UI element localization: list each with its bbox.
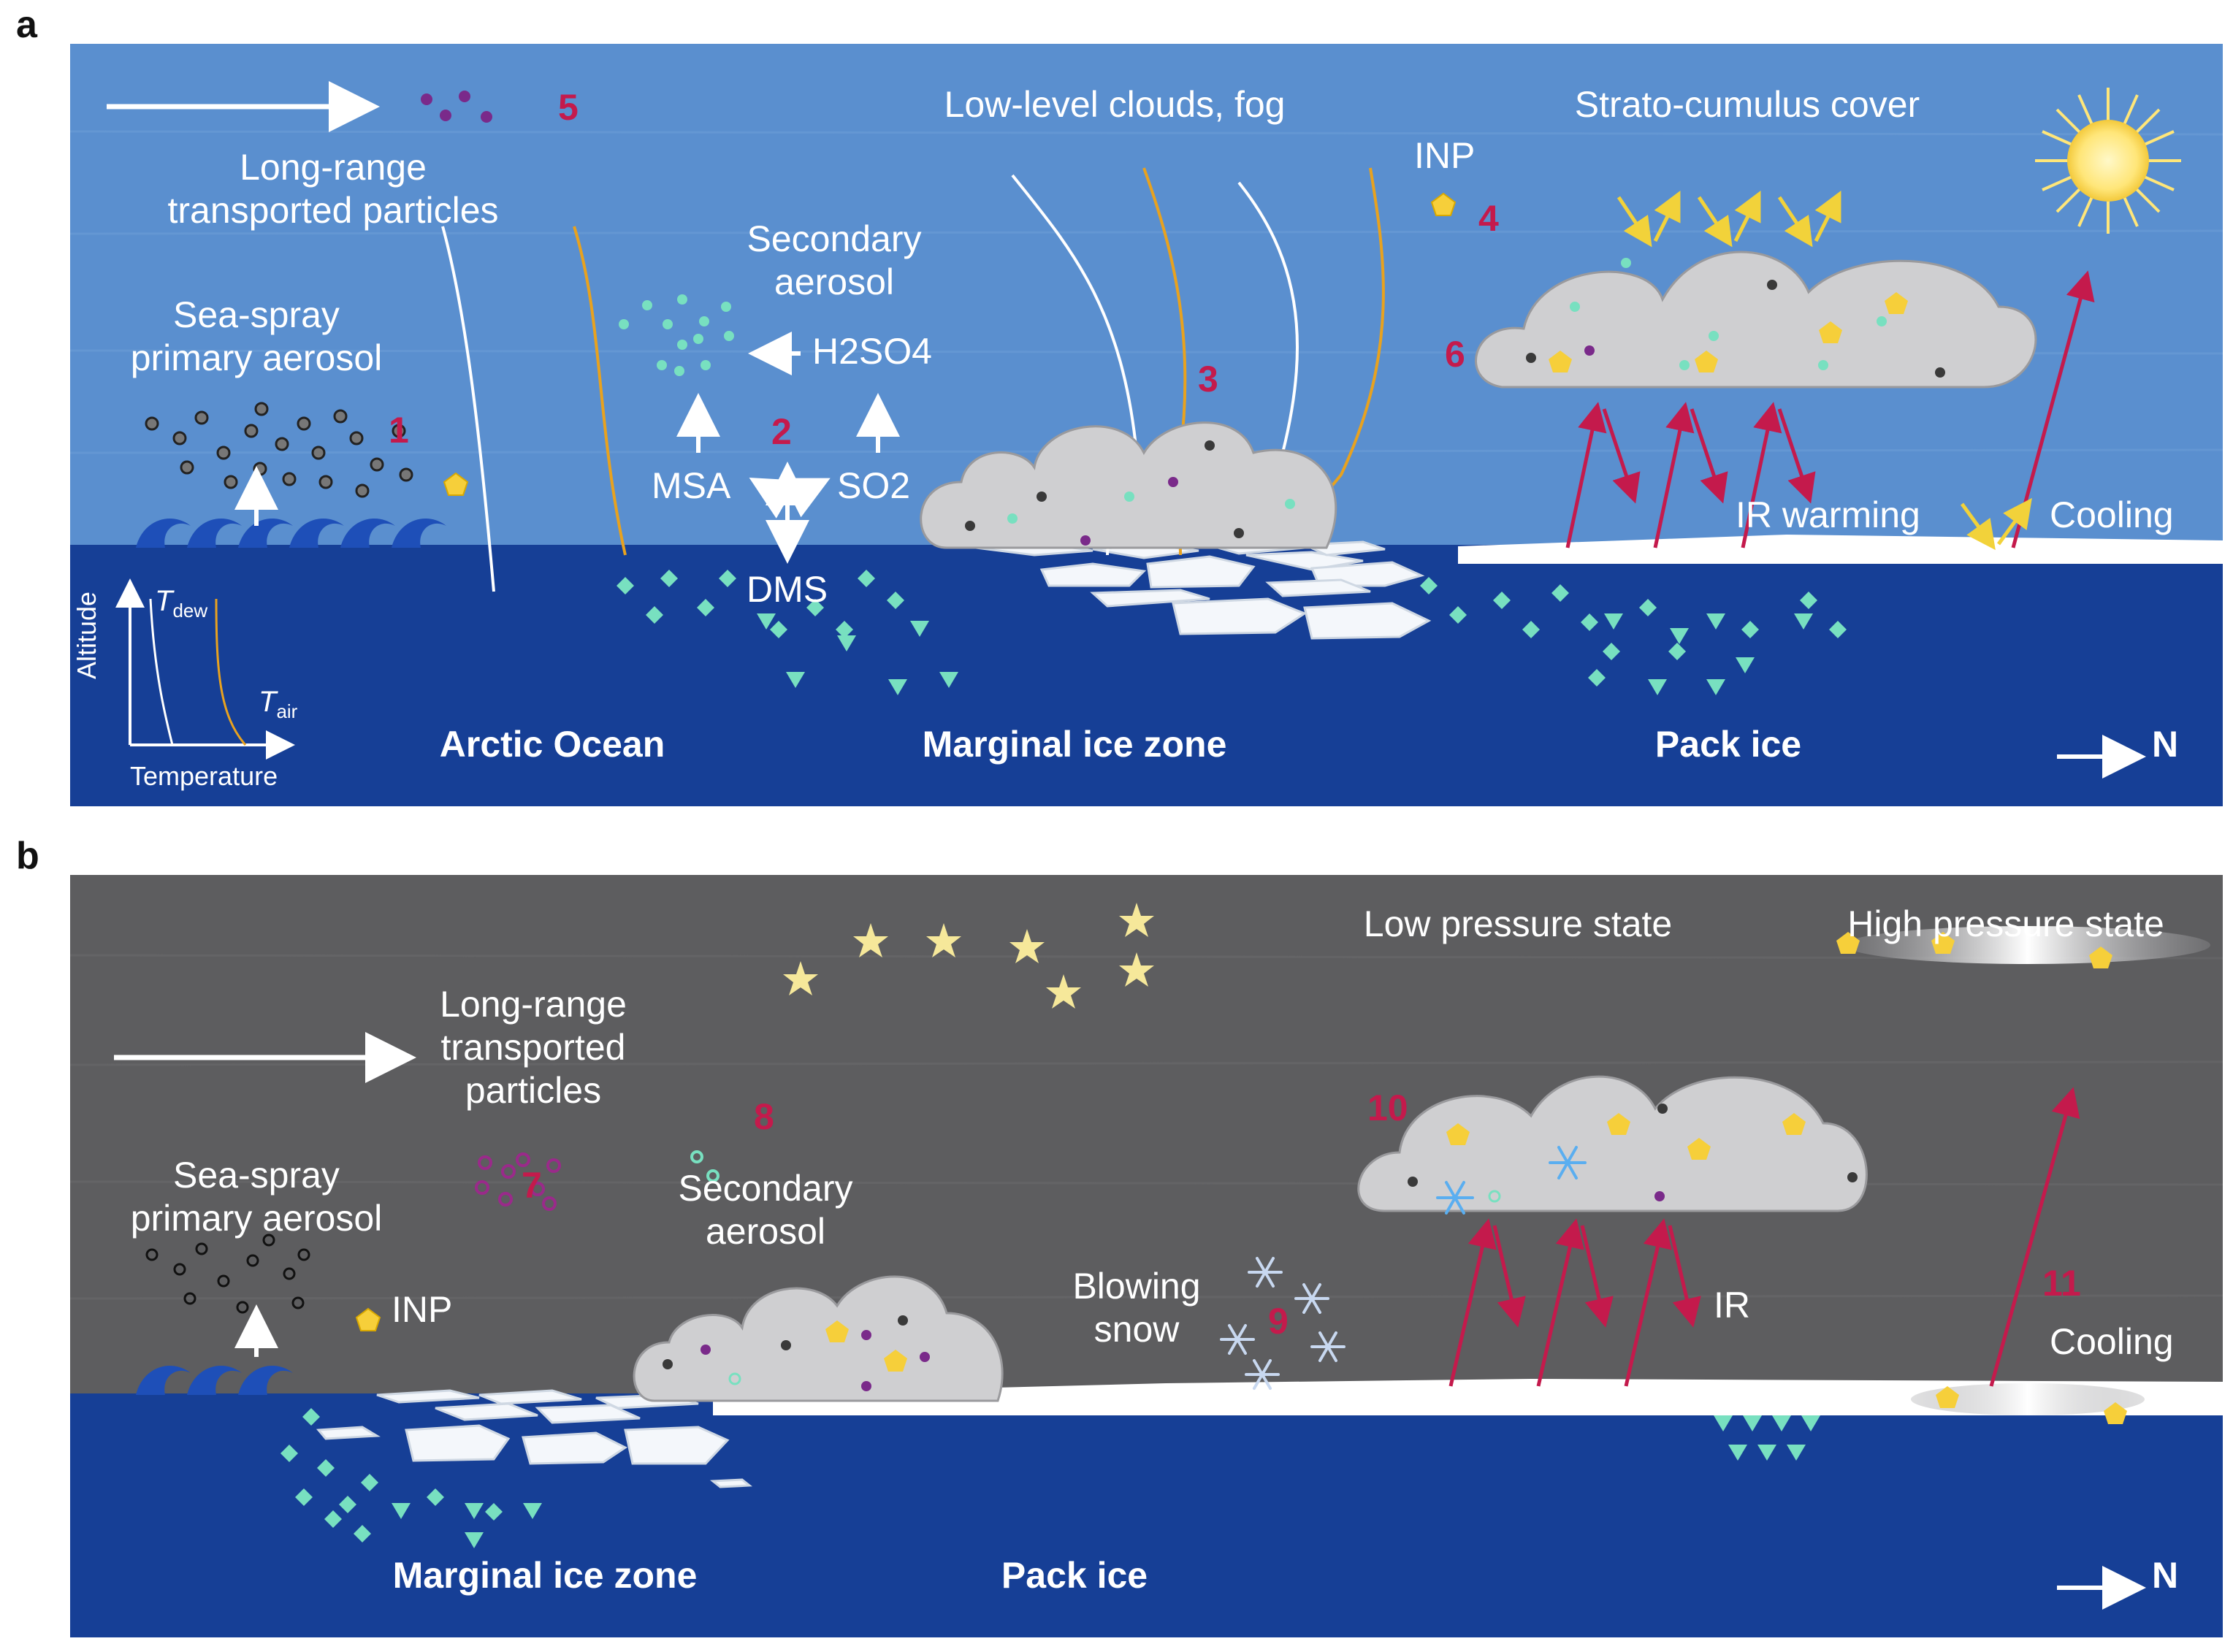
winter-ocean-water [70,1393,2223,1637]
chemistry-arrows [676,332,900,564]
label-low-level-clouds: Low-level clouds, fog [944,84,1286,125]
snowflake-icons [1220,1146,1587,1390]
number-5: 5 [558,87,579,128]
label-winter-marginal: Marginal ice zone [392,1555,698,1596]
winter-ocean-particles [280,1408,1820,1548]
sun-icon [2035,88,2181,234]
number-4: 4 [1478,198,1499,239]
high-pressure-thin-cloud [1845,926,2210,964]
winter-ir-arrows [1448,1087,2080,1387]
label-winter-cooling: Cooling [2050,1321,2174,1362]
panel-b-illustration [70,875,2223,1637]
number-7: 7 [522,1165,542,1206]
number-1: 1 [389,410,409,451]
number-8: 8 [754,1096,774,1137]
arctic-ocean-water [70,545,2223,806]
number-11: 11 [2042,1263,2081,1304]
label-so2: SO2 [837,465,911,506]
panel-a-illustration [70,44,2223,806]
panel-b-letter: b [16,835,39,877]
label-high-pressure: High pressure state [1847,903,2164,944]
secondary-aerosol-particles [619,294,734,376]
label-inp: INP [1414,135,1476,176]
label-marginal-ice-zone: Marginal ice zone [922,724,1227,765]
temperature-altitude-inset [115,578,295,760]
label-msa: MSA [652,465,731,506]
winter-low-pressure-cloud [1357,1075,1868,1212]
stars [783,903,1154,1009]
label-altitude: Altitude [72,591,102,679]
winter-miz-cloud [633,1275,1004,1402]
label-winter-pack-ice: Pack ice [1001,1555,1148,1596]
low-thin-cloud [1911,1383,2145,1415]
label-t-dew: Tdew [155,585,208,622]
inp-free-particle [1430,192,1457,216]
inp-particle [443,472,469,496]
label-ir: IR [1714,1285,1750,1326]
number-6: 6 [1445,334,1465,375]
label-dms: DMS [747,569,828,610]
label-ir-warming: IR warming [1736,494,1920,535]
long-range-particles [421,91,492,123]
solar-arrows [1616,191,2032,551]
ocean-waves [136,519,446,548]
ocean-dms-particles [617,570,1847,695]
label-h2so4: H2SO4 [812,331,932,372]
number-3: 3 [1198,359,1218,399]
number-9: 9 [1268,1301,1289,1342]
label-winter-inp: INP [392,1289,453,1330]
label-t-air: Tair [259,686,298,722]
number-2: 2 [771,411,792,452]
ir-arrows [1565,270,2095,548]
winter-secondary-particles [690,1150,719,1182]
label-low-pressure: Low pressure state [1363,903,1673,944]
winter-long-range-particles [475,1152,561,1211]
pack-ice-sheet [1458,535,2223,564]
marginal-zone-cloud [920,421,1337,549]
winter-ice-floes [316,1389,753,1488]
label-temperature: Temperature [130,761,278,791]
label-north: N [2152,724,2179,765]
number-10: 10 [1367,1087,1408,1128]
label-strato-cumulus: Strato-cumulus cover [1574,84,1920,125]
panel-a-letter: a [16,4,37,46]
strato-cumulus-cloud [1474,251,2037,389]
winter-ocean-waves [136,1366,293,1395]
label-pack-ice: Pack ice [1654,724,1802,765]
label-cooling: Cooling [2050,494,2174,535]
winter-pack-ice-sheet [713,1379,2223,1415]
high-pressure-inp [1836,932,2127,1424]
label-winter-north: N [2152,1555,2179,1596]
label-arctic-ocean: Arctic Ocean [439,724,665,765]
winter-inp-particle [355,1307,381,1331]
